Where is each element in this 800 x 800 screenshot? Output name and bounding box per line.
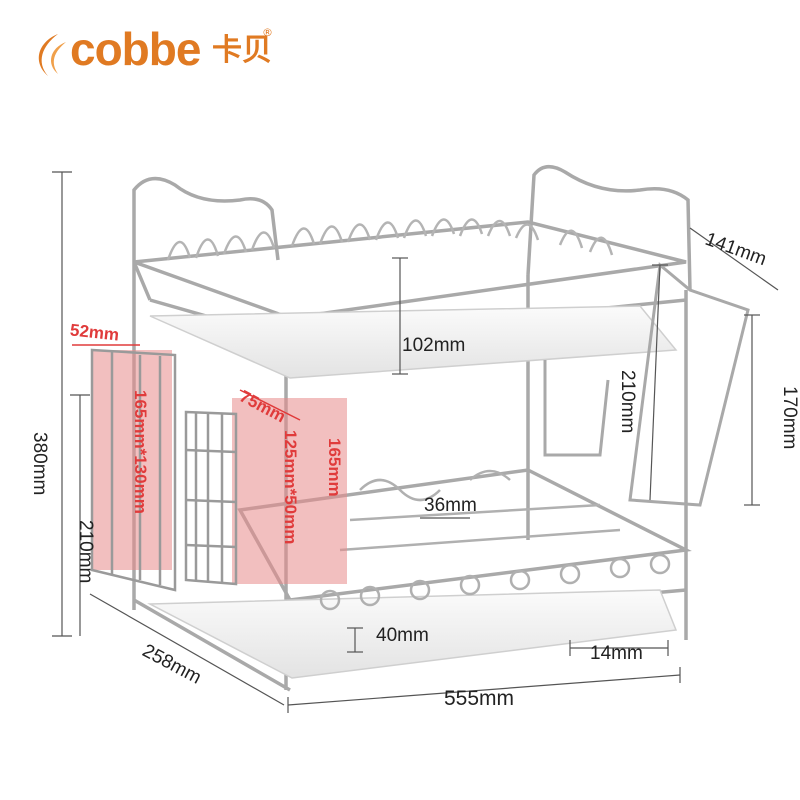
- bowl-spacing-label: 36mm: [424, 495, 477, 516]
- width-label: 555mm: [444, 687, 515, 710]
- total-height-label: 380mm: [29, 432, 50, 496]
- board-slot-size-label: 165mm*130mm: [131, 390, 150, 514]
- tray-gap-label: 40mm: [376, 625, 429, 646]
- logo-chinese-name: 卡贝: [212, 33, 272, 68]
- side-holder: [543, 262, 750, 507]
- upper-drip-tray: [149, 305, 678, 379]
- tray-offset-label: 14mm: [590, 643, 643, 664]
- plate-spacing-label: 102mm: [402, 335, 466, 356]
- board-holder-width-label: 52mm: [69, 320, 120, 345]
- plate-wires: [166, 218, 614, 261]
- scroll-decoration: [319, 469, 671, 611]
- utensil-slot-size-label: 125mm*50mm: [281, 430, 300, 545]
- leaf-logo-icon: [38, 34, 66, 76]
- lower-height-label: 210mm: [75, 520, 96, 584]
- utensil-holder: [184, 410, 238, 586]
- side-rack-depth-label: 170mm: [779, 386, 800, 450]
- highlight-dimension-lines: [72, 344, 301, 421]
- cutting-board-holder: [90, 348, 177, 592]
- lower-drip-tray: [147, 589, 678, 679]
- cutting-board-highlight: [92, 350, 172, 570]
- utensil-height-label: 165mm: [325, 438, 344, 497]
- registered-mark: ®: [262, 26, 273, 39]
- logo-wordmark: cobbe: [70, 23, 201, 75]
- utensil-highlight: [232, 398, 347, 584]
- side-rack-height-label: 210mm: [617, 370, 638, 434]
- dimension-lines: [52, 171, 779, 713]
